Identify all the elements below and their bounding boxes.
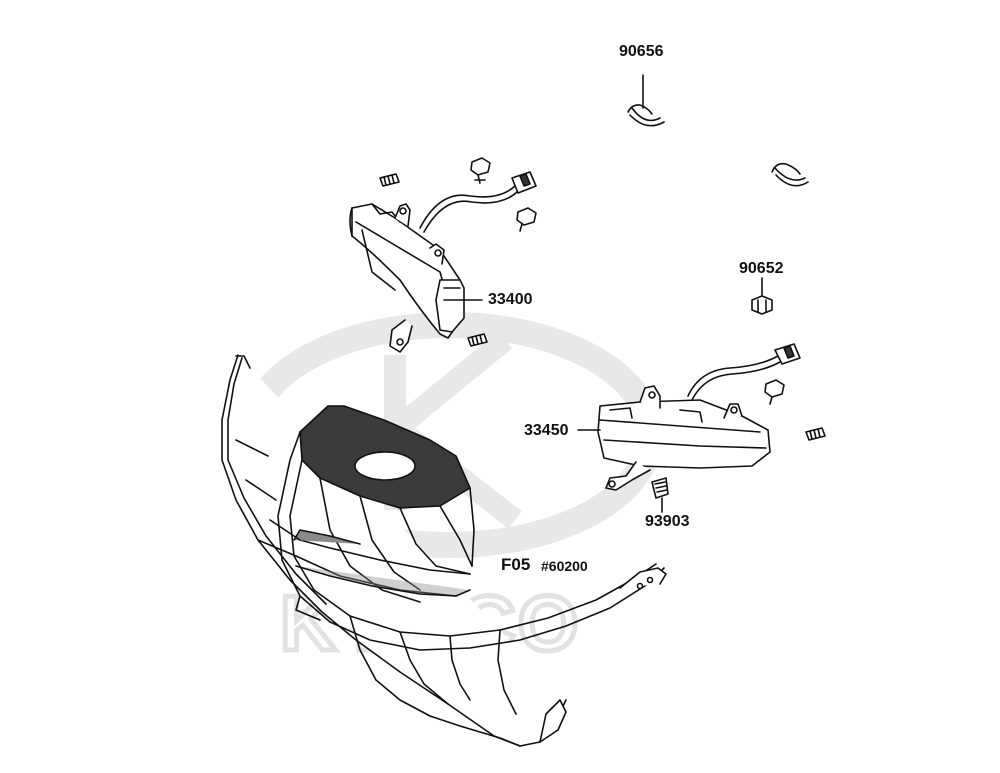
screw-lower-left (467, 333, 488, 347)
screw-right (805, 427, 826, 441)
screw-93903 (651, 477, 669, 513)
label-f05: F05 (501, 555, 531, 574)
nut-90652 (751, 277, 773, 315)
clip-right (771, 162, 809, 187)
wire-right (687, 343, 801, 401)
label-60200: #60200 (541, 558, 588, 574)
screw-upper-left (379, 173, 400, 187)
label-33400: 33400 (488, 291, 533, 308)
front-cover-f05 (221, 354, 667, 747)
label-33450: 33450 (524, 422, 569, 439)
label-90652: 90652 (739, 260, 784, 277)
label-90656: 90656 (619, 43, 664, 60)
nut-upper (470, 157, 491, 184)
lamp-33400 (349, 203, 465, 353)
clip-90656 (627, 74, 665, 127)
nut-mid (516, 207, 537, 232)
lamp-33450 (597, 385, 771, 491)
nut-right (764, 379, 785, 405)
label-93903: 93903 (645, 513, 690, 530)
wire-left (419, 171, 537, 233)
